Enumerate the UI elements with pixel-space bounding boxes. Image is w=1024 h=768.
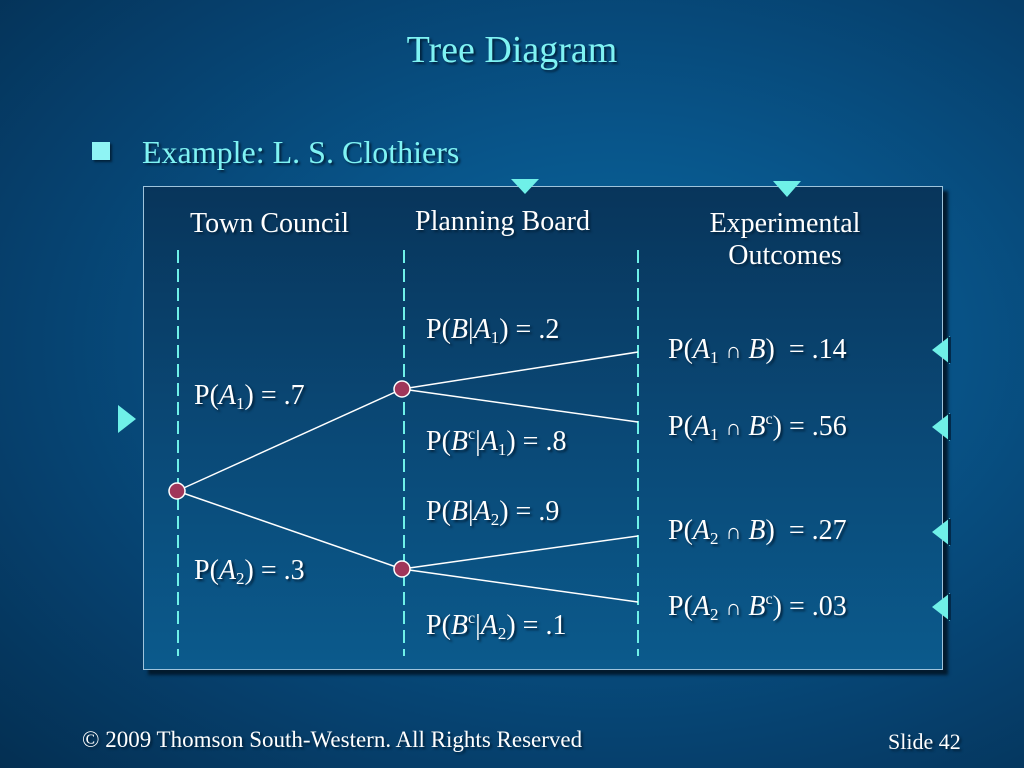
value-outcome-a2-and-b: .27	[811, 515, 847, 546]
triangle-right-icon	[118, 405, 136, 433]
triangle-left-icon	[932, 336, 951, 364]
outcome-a1-and-b: P(A1 ∩ B) = .14	[668, 334, 847, 367]
branch-a1	[176, 388, 403, 492]
triangle-left-icon	[932, 518, 951, 546]
bullet-square-icon	[92, 142, 110, 160]
slide-title: Tree Diagram	[406, 29, 618, 71]
outcome-a2-and-bc: P(A2 ∩ Bc) = .03	[668, 591, 847, 624]
footer-slide-number: Slide 42	[888, 729, 961, 754]
header-planning-board: Planning Board	[415, 206, 590, 237]
label-p-b-given-a1: P(B|A1) = .2	[426, 314, 560, 347]
value-p-b-given-a2: .9	[538, 496, 560, 527]
branch-a1-b	[401, 351, 639, 390]
outcome-a1-and-bc: P(A1 ∩ Bc) = .56	[668, 411, 847, 444]
label-p-bc-given-a1: P(Bc|A1) = .8	[426, 426, 567, 459]
value-p-a2: .3	[283, 555, 305, 586]
header-outcomes-line2: Outcomes	[728, 240, 842, 271]
triangle-left-icon	[932, 413, 951, 441]
value-outcome-a1-and-b: .14	[811, 334, 847, 365]
branch-a1-bc	[401, 388, 639, 423]
branch-a2-b	[401, 535, 639, 570]
header-outcomes-line1: Experimental	[709, 208, 861, 239]
value-p-b-given-a1: .2	[538, 314, 560, 345]
branch-a2-bc	[401, 568, 639, 603]
value-outcome-a1-and-bc: .56	[811, 411, 847, 442]
root-node	[168, 482, 186, 500]
footer-copyright: © 2009 Thomson South-Western. All Rights…	[82, 727, 583, 752]
triangle-down-icon	[511, 179, 539, 194]
label-p-a1: P(A1) = .7	[194, 380, 305, 413]
triangle-down-icon	[773, 181, 801, 197]
value-p-a1: .7	[283, 380, 305, 411]
label-p-b-given-a2: P(B|A2) = .9	[426, 496, 560, 529]
node-a2	[393, 560, 411, 578]
bullet-example-text: Example: L. S. Clothiers	[142, 134, 460, 170]
triangle-left-icon	[932, 593, 951, 621]
value-p-bc-given-a2: .1	[545, 610, 567, 641]
label-p-a2: P(A2) = .3	[194, 555, 305, 588]
header-experimental-outcomes: Experimental Outcomes	[660, 208, 910, 272]
header-town-council: Town Council	[190, 208, 350, 239]
branch-a2	[176, 490, 403, 570]
value-p-bc-given-a1: .8	[545, 426, 567, 457]
outcome-a2-and-b: P(A2 ∩ B) = .27	[668, 515, 847, 548]
label-p-bc-given-a2: P(Bc|A2) = .1	[426, 610, 567, 643]
value-outcome-a2-and-bc: .03	[811, 591, 847, 622]
node-a1	[393, 380, 411, 398]
